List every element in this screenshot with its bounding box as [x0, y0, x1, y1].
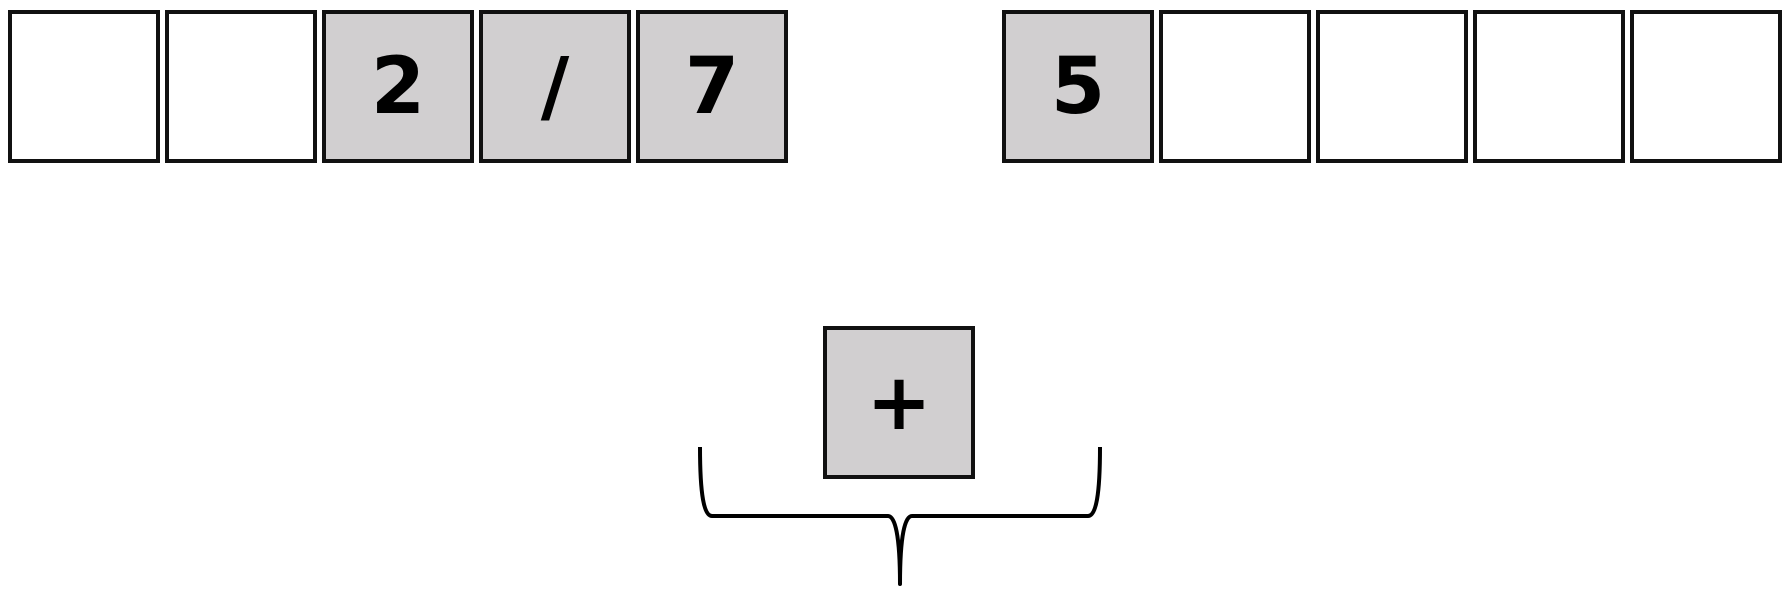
right-tile-5	[1630, 10, 1782, 163]
left-tile-row: 2 / 7	[8, 10, 788, 163]
right-tile-row: 5	[1002, 10, 1782, 163]
left-tile-4: /	[479, 10, 631, 163]
left-tile-2	[165, 10, 317, 163]
left-tile-3: 2	[322, 10, 474, 163]
right-tile-2	[1159, 10, 1311, 163]
operator-tile: +	[823, 326, 975, 479]
curly-brace-icon	[698, 446, 1102, 586]
left-tile-1	[8, 10, 160, 163]
left-tile-5: 7	[636, 10, 788, 163]
right-tile-4	[1473, 10, 1625, 163]
right-tile-1: 5	[1002, 10, 1154, 163]
right-tile-3	[1316, 10, 1468, 163]
